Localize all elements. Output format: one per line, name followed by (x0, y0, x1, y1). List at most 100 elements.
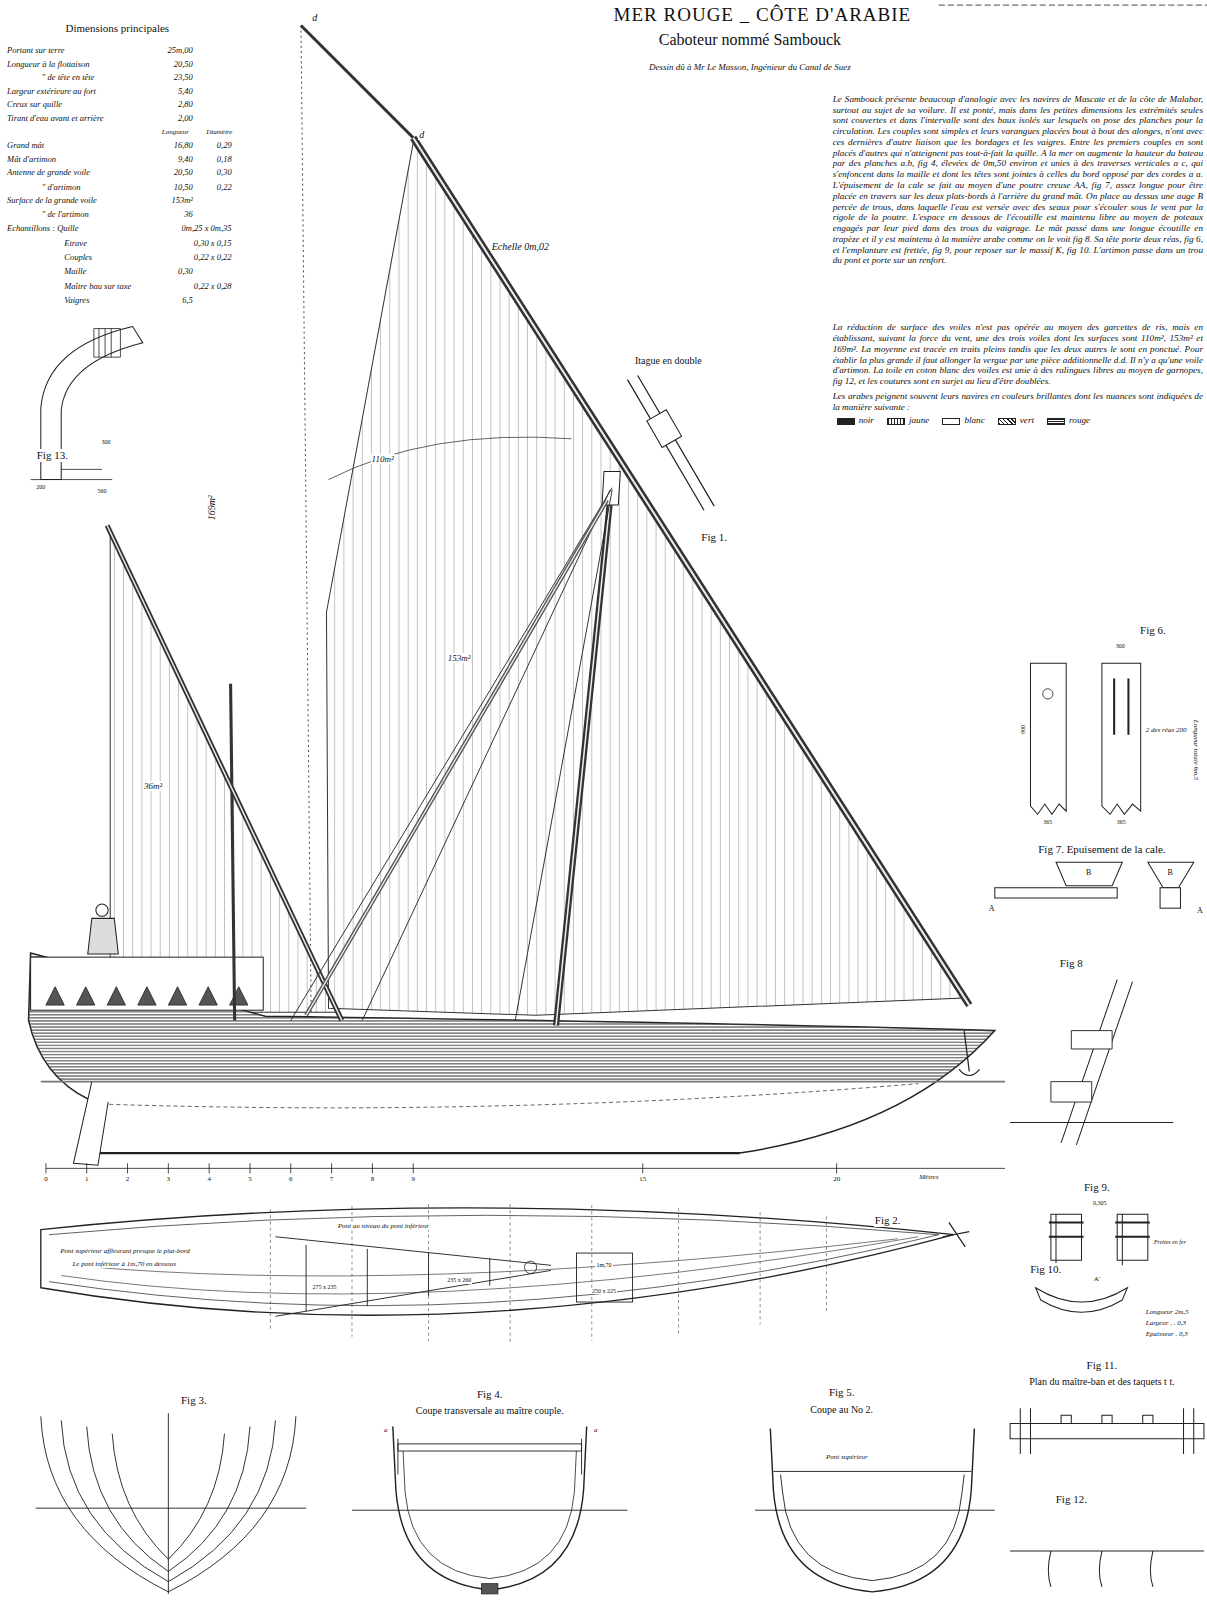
drawing-label: Largeur extérieure au fort (6, 87, 97, 97)
drawing-label: 5,40 (177, 87, 194, 97)
drawing-label: 900 (1020, 724, 1027, 735)
drawing-label: 8 (370, 1175, 376, 1183)
drawing-line (1043, 689, 1053, 699)
drawing-label: Surface de la grande voile (6, 196, 98, 206)
drawing-line (1010, 1551, 1204, 1587)
drawing-label: 10,50 (173, 183, 194, 193)
drawing-label: 365 (1042, 819, 1053, 826)
drawing-label: Itague en double (634, 355, 703, 367)
drawing-line (1051, 1031, 1112, 1102)
drawing-label: Portant sur terre (6, 46, 65, 56)
drawing-label: 250 x 225 (591, 1288, 617, 1295)
drawing-label: Longueur (161, 128, 190, 136)
drawing-label: 0,22 (216, 183, 233, 193)
legend-swatch (998, 418, 1016, 425)
drawing-line (1030, 663, 1140, 814)
drawing-label: B (1167, 868, 1174, 877)
drawing-label: Epaisseur . 0,3 (1145, 1330, 1189, 1338)
drawing-line (31, 469, 113, 479)
drawing-line (413, 138, 969, 1005)
drawing-label: Echelle 0m,02 (491, 241, 550, 253)
drawing-label: " d'artimon (41, 183, 82, 193)
drawing-line (96, 904, 108, 916)
drawing-line (306, 500, 607, 1015)
drawing-line (270, 1204, 826, 1343)
drawing-label: 20,50 (173, 168, 194, 178)
drawing-label: 200 (35, 484, 46, 491)
legend-swatch (887, 418, 905, 425)
drawing-line (524, 1261, 536, 1273)
drawing-label: 0,29 (216, 141, 233, 151)
drawing-label: Echantillons : Quille (6, 224, 79, 234)
drawing-label: Fig 11. (1086, 1359, 1119, 1372)
drawing-label: Dessin dû à Mr Le Masson, Ingénieur du C… (648, 62, 852, 72)
drawing-label: Le pont inférieur à 1m,70 en dessous (71, 1260, 177, 1268)
drawing-label: d (311, 12, 318, 24)
drawing-line (352, 1439, 627, 1510)
drawing-label: a (383, 1426, 389, 1434)
drawing-label: 16,80 (173, 141, 194, 151)
drawing-label: Plan du maître-ban et des taquets t t. (1028, 1376, 1176, 1388)
drawing-label: Couples (63, 253, 93, 263)
drawing-label: 0,30 (177, 267, 194, 277)
drawing-line (647, 410, 682, 448)
drawing-label: 235 x 260 (446, 1277, 472, 1284)
drawing-line (41, 1208, 954, 1315)
drawing-line (46, 1163, 1005, 1173)
drawing-line (275, 1237, 550, 1317)
drawing-label: 0,305 (1092, 1200, 1108, 1207)
drawing-line (301, 26, 413, 138)
drawing-label: 36 (183, 210, 194, 220)
drawing-label: Mètres (918, 1173, 939, 1181)
drawing-label: Largeur . . 0,3 (1145, 1319, 1187, 1327)
drawing-label: " de tête en tête (41, 73, 96, 83)
drawing-label: Coupe transversale au maître couple. (415, 1405, 565, 1417)
drawing-label: Antenne de grande voile (6, 168, 91, 178)
drawing-label: Vaigres (63, 296, 90, 306)
drawing-label: 2,00 (177, 114, 194, 124)
drawing-label: Diamètre (205, 128, 233, 136)
drawing-line (1114, 679, 1128, 735)
drawing-line (393, 1427, 587, 1590)
drawing-label: 0,22 x 0,28 (193, 282, 233, 292)
drawing-label: Fig 4. (476, 1388, 504, 1401)
drawing-line (49, 1215, 939, 1305)
drawing-label: Fig 10. (1029, 1263, 1062, 1276)
note-paragraph: La réduction de surface des voiles n'est… (832, 322, 1204, 387)
drawing-label: Fig 3. (180, 1394, 208, 1407)
drawing-label: Frettes en fer (1153, 1239, 1187, 1246)
drawing-line (107, 526, 342, 1021)
drawing-label: 300 (1115, 643, 1126, 650)
drawing-line (100, 1152, 740, 1154)
drawing-line (1049, 1222, 1150, 1236)
drawing-line (291, 488, 612, 1021)
drawing-line (88, 918, 119, 954)
drawing-line (301, 26, 311, 1016)
drawing-line (1010, 980, 1173, 1145)
drawing-label: Maille (63, 267, 87, 277)
drawing-label: B (1085, 868, 1092, 877)
drawing-label: Fig 7. Epuisement de la cale. (1037, 843, 1166, 856)
drawing-label: 5 (247, 1175, 253, 1183)
drawing-label: Etrave (63, 239, 88, 249)
drawing-label: 153m² (447, 653, 472, 663)
drawing-line (326, 143, 964, 1015)
drawing-label: 9,40 (177, 155, 194, 165)
drawing-label: Pont supérieur (825, 1453, 869, 1461)
legend-text: blanc (963, 415, 985, 426)
drawing-label: 6 (288, 1175, 294, 1183)
drawing-label: 153m² (170, 196, 193, 206)
title: MER ROUGE _ CÔTE D'ARABIE (613, 4, 913, 26)
note-paragraph: Les arabes peignent souvent leurs navire… (832, 391, 1204, 413)
drawing-label: 0,22 x 0,22 (193, 253, 233, 263)
drawing-label: A' (1093, 1275, 1101, 1283)
drawing-label: Longueur à la flottaison (6, 60, 90, 70)
drawing-label: Fig 12. (1055, 1493, 1088, 1506)
drawing-label: 1 (84, 1175, 90, 1183)
drawing-label: 36m² (143, 781, 163, 791)
drawing-label: 2 des réas 200 (1145, 726, 1188, 734)
drawing-label: 4 (206, 1175, 212, 1183)
legend-swatch (942, 418, 960, 425)
drawing-label: 0,30 (216, 168, 233, 178)
drawing-line (102, 1084, 918, 1108)
